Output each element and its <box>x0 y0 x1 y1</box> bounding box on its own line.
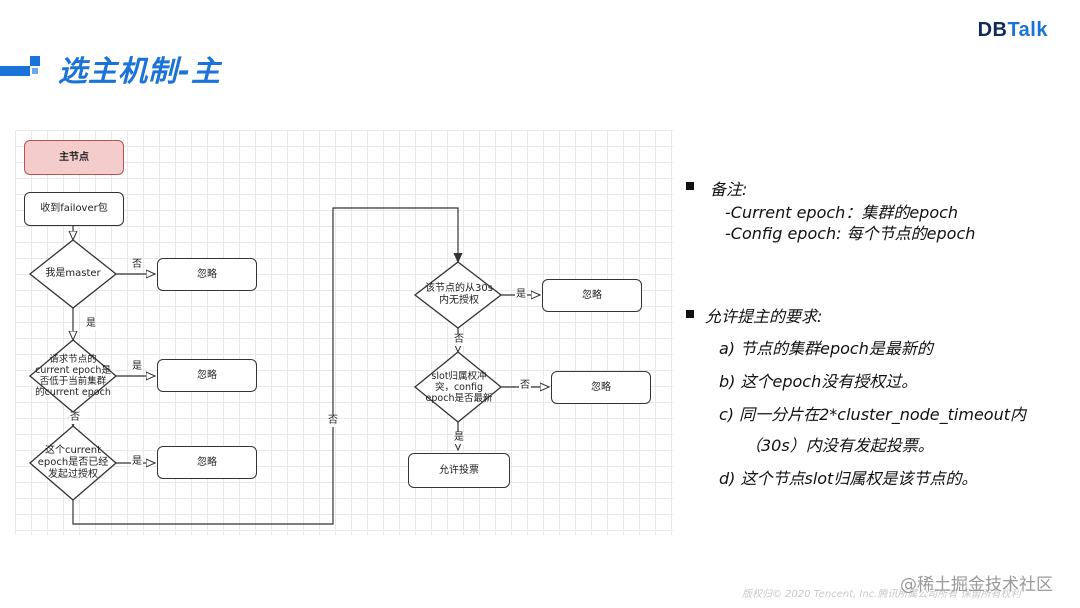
ignore-box-2: 忽略 <box>157 359 257 392</box>
page-title: 选主机制-主 <box>58 54 222 88</box>
decision-voted-line-1: 这个current <box>44 445 102 456</box>
logo-part-2: Talk <box>1007 19 1048 41</box>
decision-epoch-line-2: current epoch是 <box>35 365 111 376</box>
edge-label-master-yes: 是 <box>85 318 97 330</box>
ignore-box-1: 忽略 <box>157 258 257 291</box>
remark-heading: 备注: <box>710 180 748 199</box>
edge-label-slot-yes: 是 <box>453 432 465 444</box>
edge-label-30s-no: 否 <box>453 334 465 346</box>
decision-epoch-text: 请求节点的 current epoch是 否低于当前集群 的current ep… <box>27 352 119 400</box>
decision-30s-text: 该节点的从30s 内无授权 <box>418 281 500 309</box>
decision-slot-line-2: 突，config <box>434 381 484 393</box>
requirement-d: d) 这个节点slot归属权是该节点的。 <box>719 469 978 488</box>
copyright-text: 版权归© 2020 Tencent, Inc.腾讯所属公司所有 保留所有权利 <box>742 589 1021 600</box>
decision-slot-text: slot归属权冲 突，config epoch是否最新 <box>418 368 500 406</box>
bullet-square-icon <box>686 182 694 190</box>
decision-slot-line-3: epoch是否最新 <box>425 392 493 404</box>
decision-voted-line-3: 发起过授权 <box>48 469 98 480</box>
decision-diamond-master <box>28 239 118 309</box>
dbtalk-logo: DBTalk <box>978 19 1048 42</box>
edge-label-voted-no: 否 <box>327 415 339 427</box>
role-box-master: 主节点 <box>24 140 124 175</box>
decision-epoch-line-4: 的current epoch <box>35 387 111 398</box>
ignore-box-3: 忽略 <box>157 446 257 479</box>
ignore-box-5: 忽略 <box>551 371 651 404</box>
requirement-b: b) 这个epoch没有授权过。 <box>719 372 918 391</box>
requirements-heading: 允许提主的要求: <box>705 307 823 326</box>
decision-slot-line-1: slot归属权冲 <box>431 370 487 382</box>
allow-vote-box: 允许投票 <box>408 453 510 488</box>
requirement-c-line-1: c) 同一分片在2*cluster_node_timeout内 <box>719 405 1027 424</box>
edge-label-master-no: 否 <box>131 259 143 271</box>
watermark-text: @稀土掘金技术社区 <box>900 575 1053 595</box>
remark-config-epoch: -Config epoch: 每个节点的epoch <box>725 224 976 243</box>
title-decoration-icon <box>0 56 40 76</box>
decision-diamond-voted <box>29 425 117 501</box>
decision-diamond-30s <box>413 261 503 329</box>
decision-30s-line-1: 该节点的从30s <box>425 283 493 294</box>
edge-label-epoch-no: 否 <box>69 412 81 424</box>
decision-diamond-slot <box>413 351 503 423</box>
flowchart: 主节点 收到failover包 忽略 忽略 忽略 忽略 忽略 允许投票 我是ma… <box>15 130 673 535</box>
decision-voted-line-2: epoch是否已经 <box>37 457 109 468</box>
edge-label-epoch-yes: 是 <box>131 361 143 373</box>
requirement-c-line-2: （30s）内没有发起投票。 <box>745 436 934 455</box>
ignore-box-4: 忽略 <box>542 279 642 312</box>
bullet-square-icon <box>686 310 694 318</box>
remark-current-epoch: -Current epoch：集群的epoch <box>725 203 959 222</box>
logo-part-1: DB <box>977 19 1008 41</box>
edge-label-voted-yes: 是 <box>131 456 143 468</box>
decision-30s-line-2: 内无授权 <box>439 295 479 306</box>
decision-epoch-line-1: 请求节点的 <box>49 354 97 365</box>
decision-epoch-line-3: 否低于当前集群 <box>39 376 107 387</box>
start-box: 收到failover包 <box>24 192 124 226</box>
edge-label-slot-no: 否 <box>519 380 531 392</box>
decision-master-text: 我是master <box>45 268 101 279</box>
decision-voted-text: 这个current epoch是否已经 发起过授权 <box>29 444 117 482</box>
edge-label-30s-yes: 是 <box>515 289 527 301</box>
flowchart-connectors <box>28 207 673 525</box>
requirement-a: a) 节点的集群epoch是最新的 <box>719 339 933 358</box>
